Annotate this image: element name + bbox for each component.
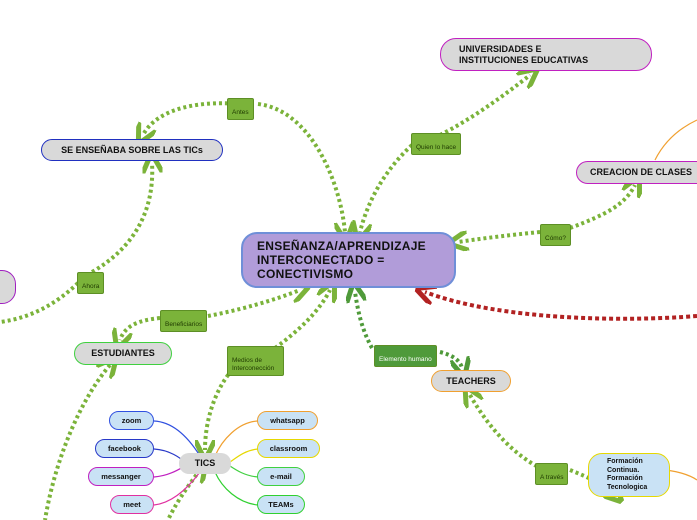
- connector-como-left: [458, 230, 541, 242]
- label-como-text: Cómo?: [545, 235, 566, 242]
- leaf-meet[interactable]: meet: [110, 495, 154, 514]
- leaf-meet-text: meet: [123, 500, 141, 509]
- connector-medios-down: [205, 368, 234, 450]
- connector-beneficiarios-right: [207, 290, 300, 318]
- leaf-zoom-text: zoom: [121, 416, 142, 425]
- node-creacion-text: CREACION DE CLASES: [590, 167, 693, 177]
- leaf-messanger-text: messanger: [101, 472, 141, 481]
- label-medios[interactable]: Medios de Interconección: [227, 346, 284, 376]
- connector-elemento-right: [439, 350, 462, 368]
- label-a-traves[interactable]: A través: [535, 463, 569, 485]
- node-se-ensenaba[interactable]: SE ENSEÑABA SOBRE LAS TICs: [41, 139, 223, 161]
- node-universidades-text: UNIVERSIDADES E INSTITUCIONES EDUCATIVAS: [459, 43, 589, 65]
- node-universidades[interactable]: UNIVERSIDADES E INSTITUCIONES EDUCATIVAS: [440, 38, 652, 71]
- leaf-facebook-text: facebook: [108, 444, 141, 453]
- label-elemento-humano[interactable]: Elemento humano: [374, 345, 437, 367]
- node-se-ensenaba-text: SE ENSEÑABA SOBRE LAS TICs: [61, 144, 203, 155]
- node-estudiantes[interactable]: ESTUDIANTES: [74, 342, 172, 365]
- connector-ahora-down: [0, 281, 80, 324]
- label-quien-lo-hace[interactable]: Quien lo hace: [411, 133, 462, 155]
- node-teachers-text: TEACHERS: [446, 375, 496, 386]
- central-topic[interactable]: ENSEÑANZA/APRENDIZAJE INTERCONECTADO = C…: [241, 232, 456, 288]
- label-medios-text: Medios de Interconección: [232, 357, 275, 372]
- connector-orange-creacion: [654, 119, 697, 161]
- label-como[interactable]: Cómo?: [540, 224, 571, 246]
- connector-quien-upper: [439, 75, 530, 137]
- label-quien-text: Quien lo hace: [416, 144, 457, 151]
- branch-teams: [214, 471, 259, 506]
- leaf-email[interactable]: e-mail: [257, 467, 305, 486]
- connector-tics-down: [166, 470, 200, 520]
- leaf-whatsapp[interactable]: whatsapp: [257, 411, 318, 430]
- leaf-classroom[interactable]: classroom: [257, 439, 320, 458]
- connector-como-right: [569, 185, 635, 230]
- connector-estudiantes-down: [43, 365, 110, 520]
- leaf-messanger[interactable]: messanger: [88, 467, 154, 486]
- label-ahora-text: Ahora: [82, 283, 100, 290]
- label-antes[interactable]: Antes: [227, 98, 254, 120]
- branch-classroom: [229, 448, 259, 463]
- label-beneficiarios[interactable]: Beneficiarios: [160, 310, 208, 332]
- connector-teachers-down: [470, 395, 541, 470]
- connector-red-dashed: [425, 292, 697, 321]
- label-a-traves-text: A través: [540, 474, 564, 481]
- node-estudiantes-text: ESTUDIANTES: [91, 348, 155, 358]
- leaf-facebook[interactable]: facebook: [95, 439, 154, 458]
- label-ahora[interactable]: Ahora: [77, 272, 105, 294]
- node-tics[interactable]: TICS: [179, 453, 231, 474]
- central-topic-text: ENSEÑANZA/APRENDIZAJE INTERCONECTADO = C…: [257, 239, 426, 281]
- connector-quien-lower: [360, 143, 414, 232]
- leaf-zoom[interactable]: zoom: [109, 411, 154, 430]
- branch-whatsapp: [214, 420, 259, 457]
- connector-antes-left: [143, 101, 241, 135]
- branch-meet: [153, 471, 201, 506]
- branch-zoom: [153, 420, 201, 457]
- branch-email: [229, 465, 259, 478]
- node-formacion-text: Formación Continua. Formación Tecnologic…: [607, 458, 648, 491]
- node-teachers[interactable]: TEACHERS: [431, 370, 511, 392]
- leaf-teams-text: TEAMs: [268, 500, 294, 509]
- connector-beneficiarios-left: [120, 316, 161, 340]
- leaf-classroom-text: classroom: [269, 444, 308, 453]
- label-beneficiarios-text: Beneficiarios: [165, 321, 203, 328]
- leaf-teams[interactable]: TEAMs: [257, 495, 305, 514]
- node-tics-text: TICS: [194, 458, 216, 468]
- connector-elemento-up: [355, 292, 374, 349]
- connector-antes-right: [257, 102, 345, 232]
- connector-ahora-up: [90, 163, 152, 274]
- label-antes-text: Antes: [232, 109, 249, 116]
- connector-medios-up: [273, 290, 330, 350]
- leaf-email-text: e-mail: [270, 472, 292, 481]
- leaf-whatsapp-text: whatsapp: [270, 416, 305, 425]
- label-elemento-text: Elemento humano: [379, 356, 432, 363]
- node-formacion[interactable]: Formación Continua. Formación Tecnologic…: [588, 453, 670, 497]
- node-creacion[interactable]: CREACION DE CLASES: [576, 161, 697, 184]
